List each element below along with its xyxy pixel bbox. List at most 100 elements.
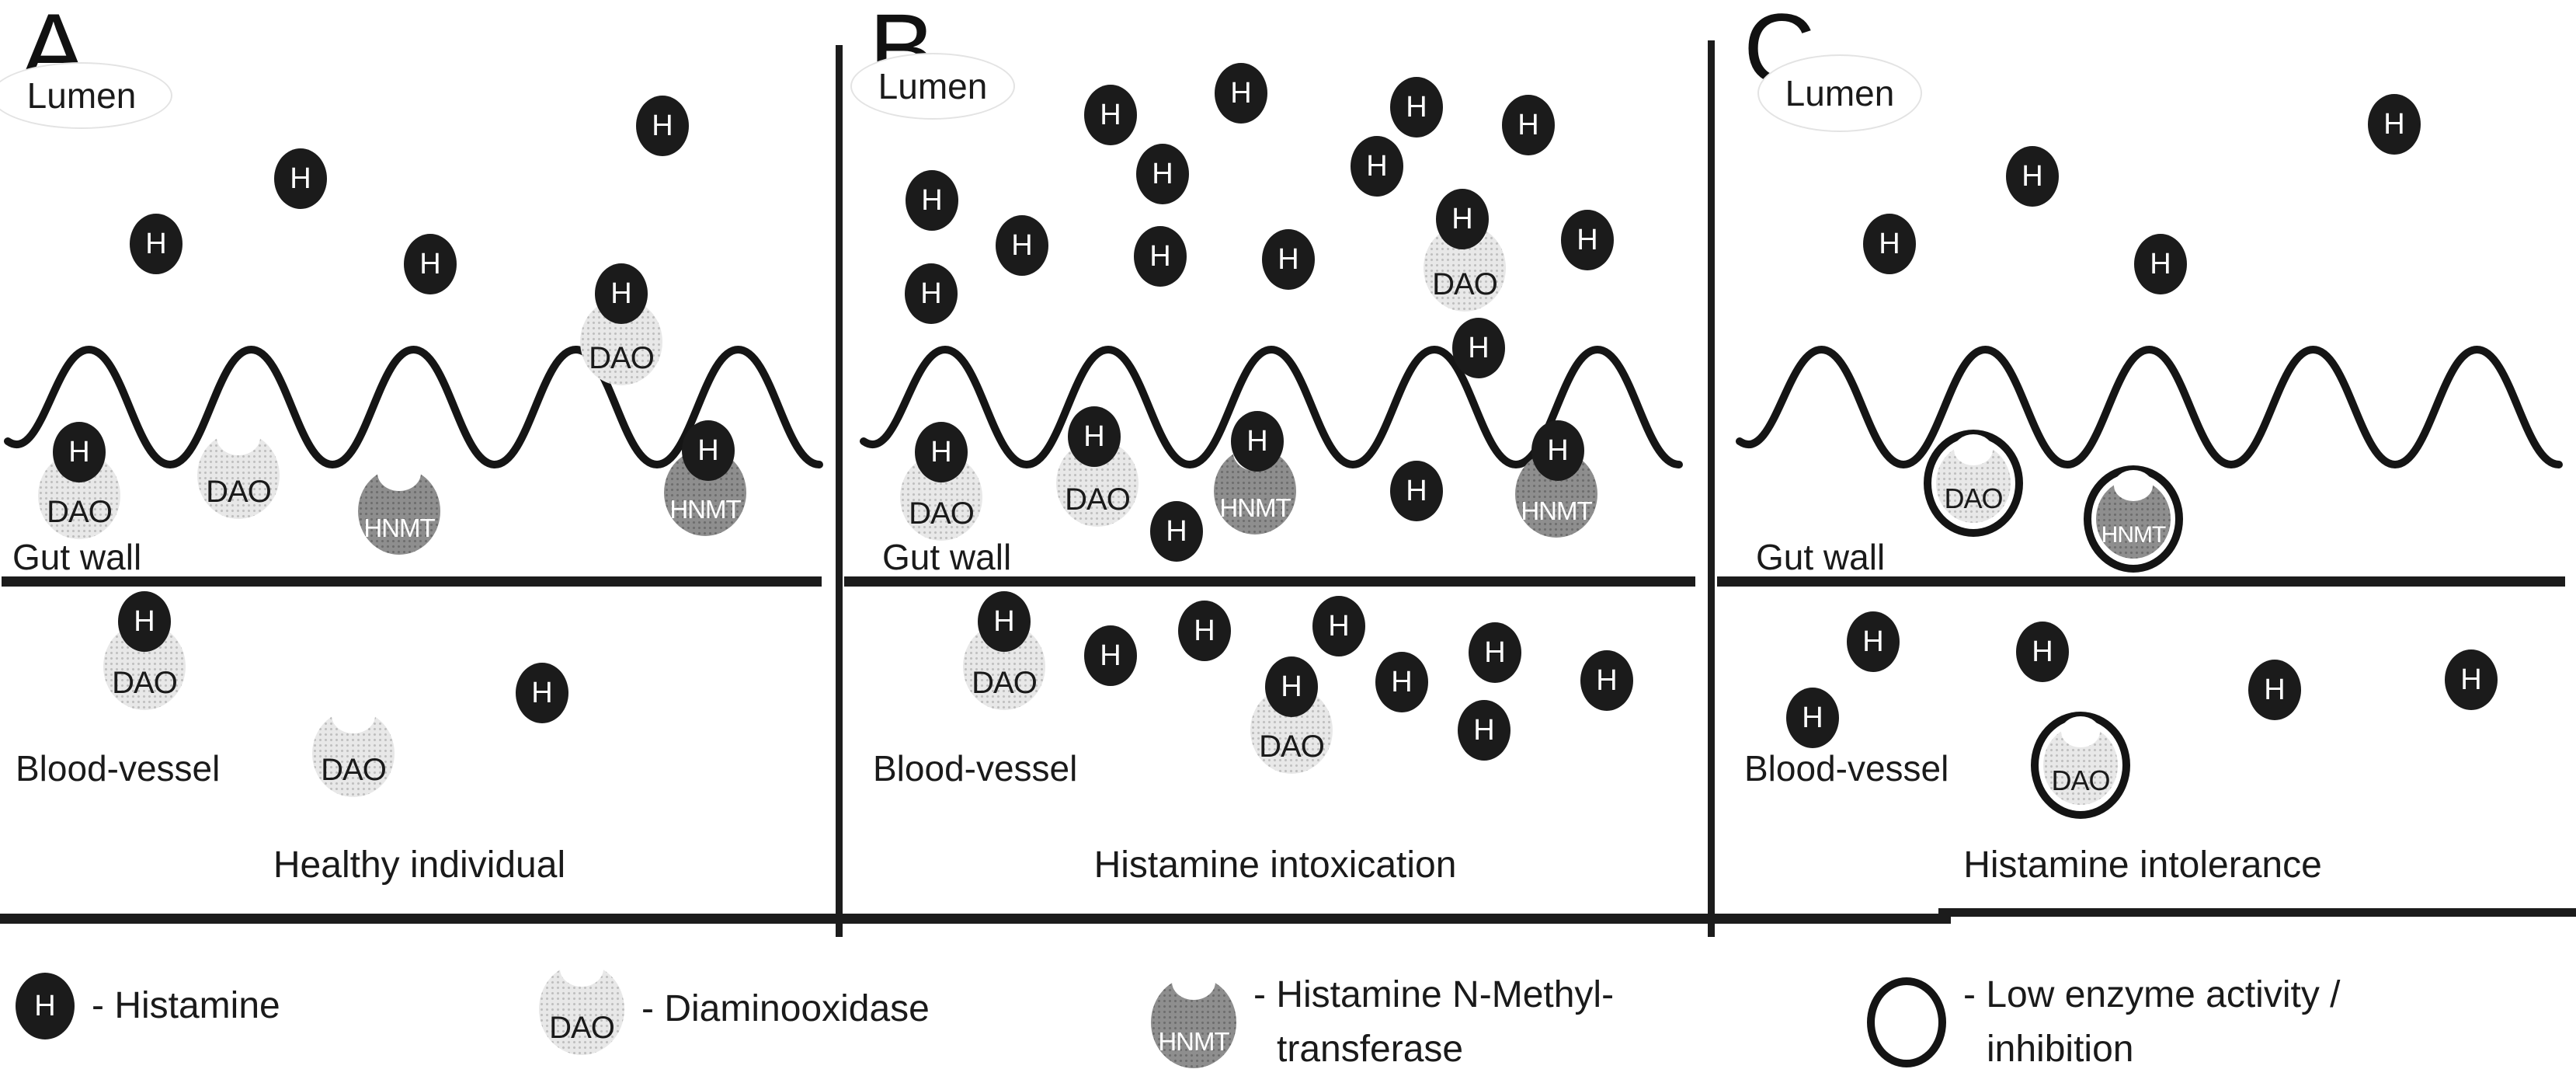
dao-enzyme: DAO bbox=[2043, 726, 2118, 805]
histamine-molecule: H bbox=[274, 148, 327, 209]
histamine-molecule: H bbox=[1215, 63, 1267, 124]
histamine-molecule: H bbox=[682, 420, 735, 481]
histamine-molecule: H bbox=[1178, 601, 1231, 661]
dao-enzyme-label: DAO bbox=[1065, 482, 1131, 517]
panel-histamine-intoxication: B Lumen Gut wall Blood-vessel Histamine … bbox=[841, 0, 1709, 921]
histamine-molecule: H bbox=[1561, 210, 1614, 270]
dao-enzyme-label: DAO bbox=[2051, 764, 2110, 796]
legend-item-dao: DAO - Diaminooxidase bbox=[539, 963, 930, 1055]
histamine-molecule: H bbox=[2006, 146, 2059, 207]
histamine-molecule: H bbox=[404, 234, 457, 294]
histamine-molecule: H bbox=[1134, 226, 1187, 287]
histamine-molecule: H bbox=[1136, 144, 1189, 204]
histamine-molecule: H bbox=[1531, 420, 1584, 481]
histamine-molecule: H bbox=[2134, 234, 2187, 294]
legend-label: - Histamine bbox=[92, 979, 280, 1033]
gut-wall-label: Gut wall bbox=[1756, 537, 1886, 577]
histamine-molecule: H bbox=[1580, 650, 1633, 711]
dao-icon-letters: DAO bbox=[549, 1011, 615, 1045]
legend-label-line: - Low enzyme activity / bbox=[1963, 974, 2341, 1015]
dao-enzyme-label: DAO bbox=[589, 341, 655, 375]
hnmt-enzyme-label: HNMT bbox=[363, 514, 435, 542]
hnmt-icon-letters: HNMT bbox=[1158, 1026, 1229, 1056]
legend-label: - Low enzyme activity / inhibition bbox=[1963, 968, 2340, 1076]
hnmt-enzyme-label: HNMT bbox=[1219, 493, 1291, 522]
legend-label: - Histamine N-Methyl- transferase bbox=[1253, 968, 1614, 1076]
gut-wall-line bbox=[2, 576, 822, 587]
panel-histamine-intolerance: C Lumen Gut wall Blood-vessel Histamine … bbox=[1709, 0, 2576, 921]
histamine-molecule: H bbox=[595, 263, 648, 324]
histamine-molecule: H bbox=[636, 96, 689, 156]
lumen-label: Lumen bbox=[1785, 73, 1895, 113]
dao-enzyme-label: DAO bbox=[112, 666, 178, 700]
hnmt-enzyme-label: HNMT bbox=[2101, 522, 2167, 548]
lumen-label-bubble: Lumen bbox=[0, 62, 172, 129]
histamine-molecule: H bbox=[1458, 700, 1510, 761]
histamine-molecule: H bbox=[1375, 652, 1428, 712]
dao-enzyme-label: DAO bbox=[909, 496, 975, 531]
dao-enzyme: DAO bbox=[1936, 444, 2011, 523]
gut-wall-line bbox=[1717, 576, 2565, 587]
histamine-molecule: H bbox=[1084, 85, 1137, 145]
histamine-molecule: H bbox=[1351, 136, 1403, 197]
dao-enzyme: DAO bbox=[38, 452, 120, 539]
dao-enzyme: DAO bbox=[103, 623, 186, 710]
histamine-molecule: H bbox=[1150, 501, 1203, 562]
histamine-molecule: H bbox=[905, 263, 958, 324]
lumen-label-bubble: Lumen bbox=[1757, 54, 1922, 132]
blood-vessel-label: Blood-vessel bbox=[16, 748, 221, 789]
histamine-molecule: H bbox=[516, 663, 568, 723]
legend-item-hnmt: HNMT - Histamine N-Methyl- transferase bbox=[1151, 968, 1614, 1076]
hnmt-enzyme-icon: HNMT bbox=[1151, 976, 1236, 1068]
histamine-molecule: H bbox=[1265, 656, 1318, 717]
panel-caption: Healthy individual bbox=[273, 844, 566, 886]
lumen-label: Lumen bbox=[878, 66, 988, 106]
dao-enzyme-label: DAO bbox=[47, 495, 113, 529]
legend-label-line: - Diaminooxidase bbox=[641, 988, 930, 1030]
histamine-molecule: H bbox=[1786, 688, 1839, 748]
histamine-molecule: H bbox=[1469, 622, 1521, 683]
gut-wall-line bbox=[844, 576, 1695, 587]
histamine-molecule: H bbox=[1502, 95, 1555, 155]
histamine-molecule: H bbox=[1262, 229, 1315, 290]
dao-enzyme-label: DAO bbox=[1432, 267, 1498, 301]
legend-label: - Diaminooxidase bbox=[641, 982, 930, 1036]
gut-wall-label: Gut wall bbox=[12, 537, 142, 577]
histamine-molecule: H bbox=[1084, 625, 1137, 686]
legend-label-line: inhibition bbox=[1987, 1028, 2134, 1070]
histamine-molecule: H bbox=[1231, 411, 1284, 472]
panel-caption: Histamine intolerance bbox=[1963, 844, 2322, 886]
histamine-molecule: H bbox=[53, 422, 106, 482]
dao-enzyme: DAO bbox=[312, 710, 395, 797]
hnmt-enzyme: HNMT bbox=[1515, 451, 1597, 538]
legend-top-rule-right bbox=[1938, 908, 2576, 917]
legend-label-line: - Histamine bbox=[92, 985, 280, 1027]
histamine-icon-letter: H bbox=[34, 989, 56, 1022]
histamine-molecule: H bbox=[1863, 214, 1916, 274]
histamine-molecule: H bbox=[2445, 649, 2498, 710]
panel-divider-a-b bbox=[836, 45, 843, 937]
lumen-label: Lumen bbox=[26, 75, 137, 116]
panel-divider-b-c bbox=[1708, 40, 1715, 937]
dao-enzyme-label: DAO bbox=[206, 475, 272, 509]
dao-enzyme: DAO bbox=[197, 432, 280, 519]
blood-vessel-label: Blood-vessel bbox=[873, 748, 1078, 789]
legend-item-low-enzyme-activity: - Low enzyme activity / inhibition bbox=[1867, 968, 2340, 1076]
legend-label-line: transferase bbox=[1277, 1028, 1464, 1070]
legend-item-histamine: H - Histamine bbox=[16, 973, 280, 1039]
histamine-molecule: H bbox=[978, 591, 1031, 652]
histamine-molecule: H bbox=[2368, 94, 2421, 155]
panel-healthy-individual: A Lumen Gut wall Blood-vessel Healthy in… bbox=[0, 0, 839, 921]
hnmt-enzyme: HNMT bbox=[358, 468, 440, 555]
histamine-molecule: H bbox=[130, 214, 183, 274]
inhibition-ring-icon bbox=[1867, 977, 1946, 1067]
hnmt-enzyme-label: HNMT bbox=[669, 495, 741, 524]
histamine-molecule: H bbox=[1312, 596, 1365, 656]
histamine-molecule: H bbox=[118, 591, 171, 652]
dao-enzyme-label: DAO bbox=[1259, 730, 1325, 764]
legend-label-line: - Histamine N-Methyl- bbox=[1253, 974, 1615, 1015]
histamine-molecule: H bbox=[1847, 611, 1900, 672]
histamine-molecule: H bbox=[915, 422, 968, 482]
dao-enzyme-label: DAO bbox=[972, 666, 1038, 700]
